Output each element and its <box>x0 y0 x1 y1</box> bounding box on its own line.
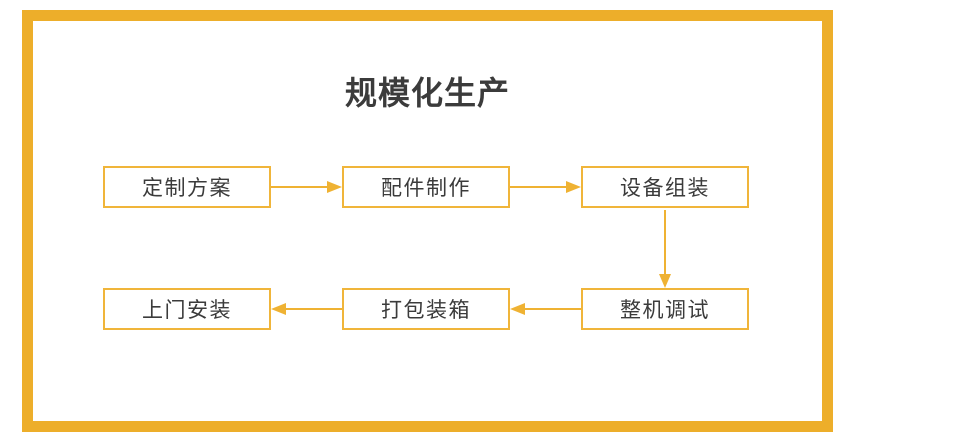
process-node-packaging[interactable]: 打包装箱 <box>342 288 510 330</box>
process-node-equipment-assembly[interactable]: 设备组装 <box>581 166 749 208</box>
arrow-left-icon <box>271 302 342 316</box>
process-node-onsite-install[interactable]: 上门安装 <box>103 288 271 330</box>
node-label: 整机调试 <box>620 299 710 322</box>
node-label: 打包装箱 <box>381 299 471 322</box>
node-label: 定制方案 <box>142 177 232 200</box>
node-label: 上门安装 <box>142 299 232 322</box>
arrow-right-icon <box>271 180 342 194</box>
node-label: 设备组装 <box>620 177 710 200</box>
node-label: 配件制作 <box>381 177 471 200</box>
process-node-parts-manufacture[interactable]: 配件制作 <box>342 166 510 208</box>
gold-frame-border: 规模化生产 定制方案 配件制作 <box>22 10 833 432</box>
process-node-machine-debug[interactable]: 整机调试 <box>581 288 749 330</box>
arrow-right-icon <box>510 180 581 194</box>
page-title: 规模化生产 <box>344 75 510 111</box>
arrow-left-icon <box>510 302 581 316</box>
process-node-custom-plan[interactable]: 定制方案 <box>103 166 271 208</box>
arrow-down-icon <box>657 210 673 288</box>
process-flow: 定制方案 配件制作 设备组装 <box>33 21 822 421</box>
